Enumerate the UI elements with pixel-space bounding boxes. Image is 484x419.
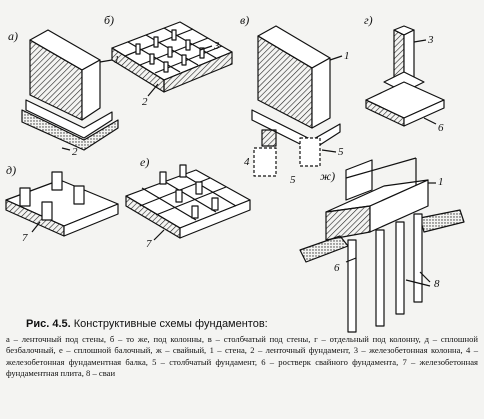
scheme-a-strip-under-walls [21, 29, 119, 151]
callout-b-3: 3 [214, 40, 220, 52]
callout-a-1: 1 [114, 54, 120, 66]
panel-letter-e: е) [140, 155, 150, 169]
callout-v-4: 4 [244, 156, 250, 168]
caption-title-text: Конструктивные схемы фундаментов: [73, 318, 268, 330]
callout-d-7: 7 [22, 232, 28, 244]
callout-v-1: 1 [344, 50, 350, 62]
callout-g-3: 3 [428, 34, 434, 46]
scheme-g-isolated-under-column [365, 25, 445, 127]
callout-v-5a: 5 [338, 146, 344, 158]
panel-letter-v: в) [240, 13, 250, 27]
callout-zh-6: 6 [334, 262, 340, 274]
scheme-d-flat-slab [5, 171, 119, 237]
scheme-e-ribbed-slab [125, 164, 251, 241]
callout-g-6: 6 [438, 122, 444, 134]
panel-letter-a: а) [8, 29, 18, 43]
panel-letter-zh: ж) [320, 169, 336, 183]
figure-caption: Рис. 4.5. Конструктивные схемы фундамент… [6, 318, 478, 379]
callout-zh-1: 1 [438, 176, 444, 188]
callout-zh-8: 8 [434, 278, 440, 290]
caption-title-prefix: Рис. 4.5. [26, 318, 71, 330]
caption-title: Рис. 4.5. Конструктивные схемы фундамент… [26, 318, 478, 331]
scheme-zh-pile [299, 157, 465, 333]
callout-e-7: 7 [146, 238, 152, 250]
panel-letter-b: б) [104, 13, 115, 27]
callout-v-5b: 5 [290, 174, 296, 186]
panel-letter-g: г) [364, 13, 373, 27]
panel-letter-d: д) [6, 163, 17, 177]
scheme-v-columns-under-walls [251, 25, 343, 177]
callout-b-2: 2 [142, 96, 148, 108]
callout-a-2: 2 [72, 146, 78, 158]
caption-body: а – ленточный под стены, б – то же, под … [6, 334, 478, 378]
scheme-b-strip-under-columns [111, 21, 233, 97]
